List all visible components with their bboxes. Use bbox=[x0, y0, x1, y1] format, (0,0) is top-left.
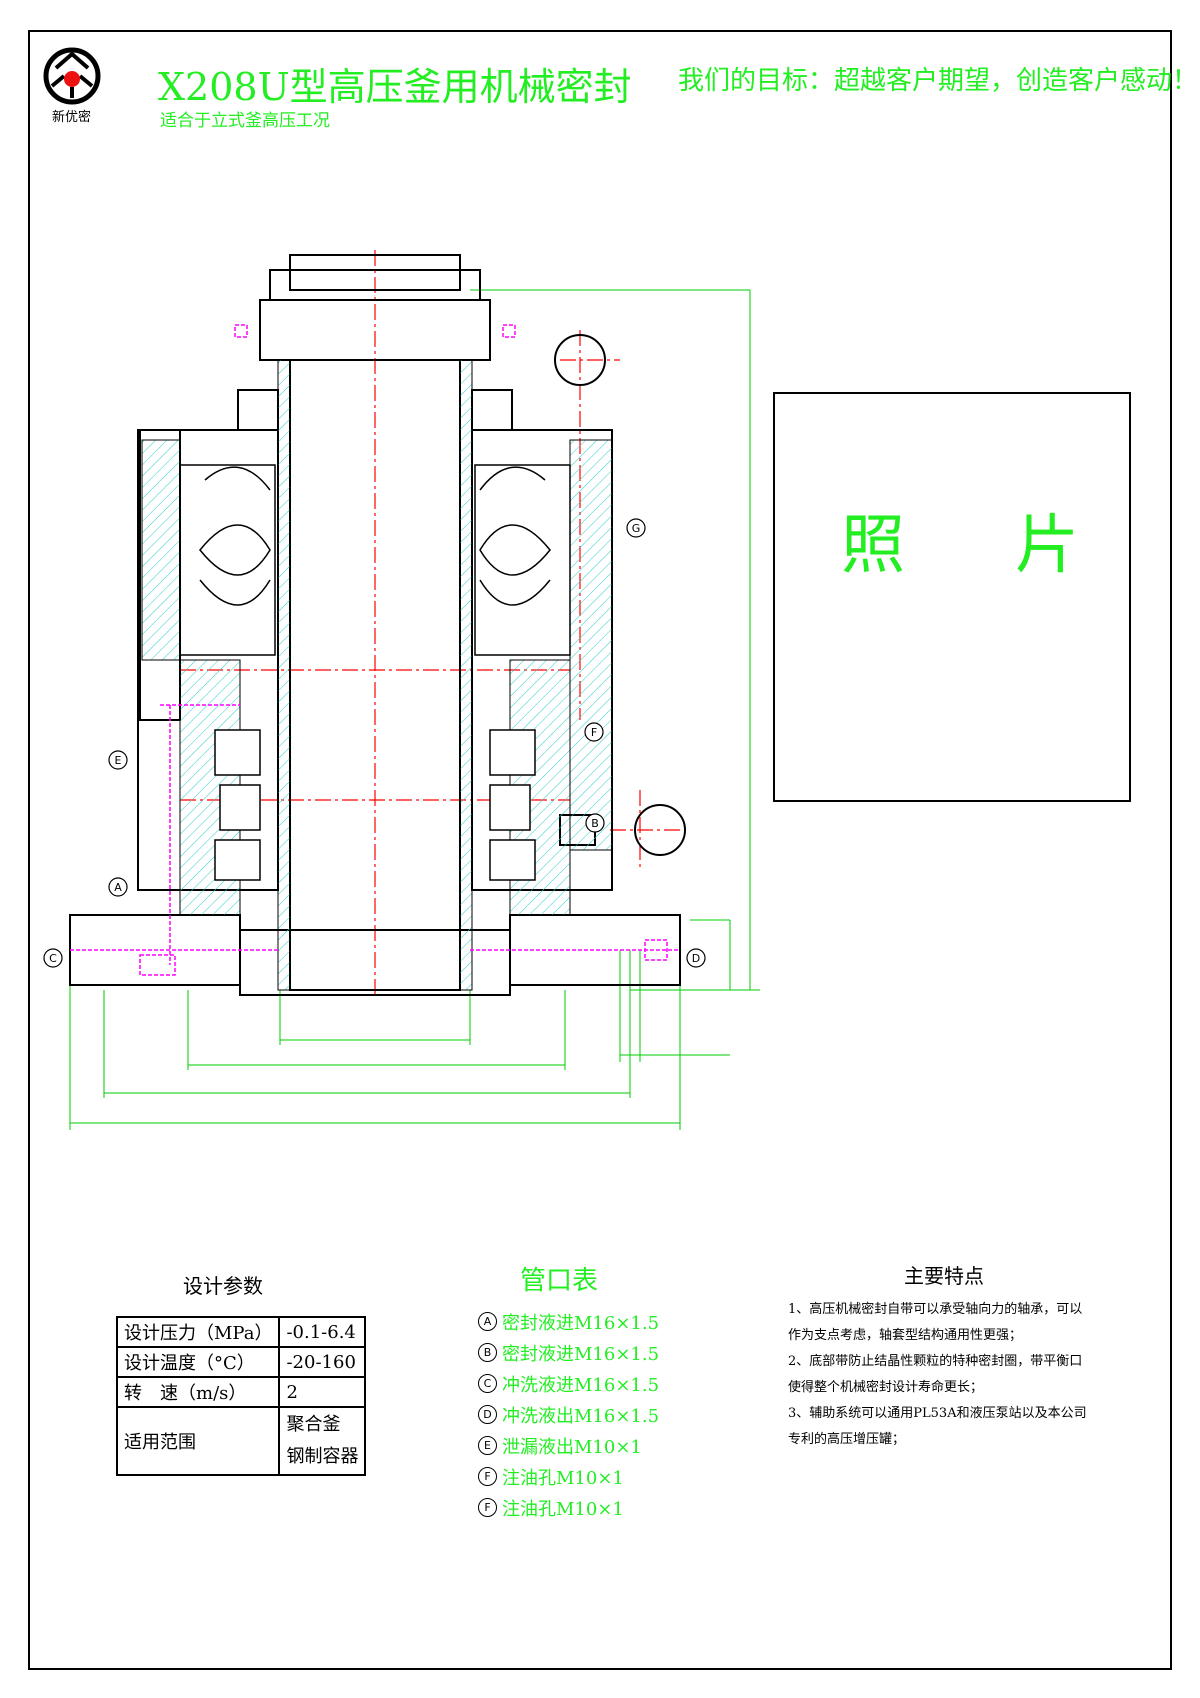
param-value: 聚合釜 钢制容器 bbox=[278, 1406, 367, 1476]
port-label-g: G bbox=[632, 522, 641, 535]
ports-list: A 密封液进M16×1.5 B 密封液进M16×1.5 C 冲洗液进M16×1.5 D… bbox=[478, 1306, 659, 1523]
port-label-c: C bbox=[49, 952, 57, 965]
param-value: -0.1-6.4 bbox=[278, 1316, 367, 1348]
company-logo-icon bbox=[43, 47, 101, 105]
port-text: 注油孔M10×1 bbox=[502, 1467, 624, 1489]
list-item: D 冲洗液出M16×1.5 bbox=[478, 1399, 659, 1430]
params-row: 适用范围 聚合釜 钢制容器 bbox=[115, 1406, 367, 1476]
feature-item: 1、高压机械密封自带可以承受轴向力的轴承，可以作为支点考虑，轴套型结构通用性更强… bbox=[788, 1302, 1083, 1343]
port-text: 密封液进M16×1.5 bbox=[502, 1343, 660, 1365]
param-label: 设计温度（°C） bbox=[115, 1346, 281, 1378]
port-label-b: B bbox=[591, 817, 599, 830]
list-item: A 密封液进M16×1.5 bbox=[478, 1306, 659, 1337]
params-table: 设计压力（MPa） -0.1-6.4 设计温度（°C） -20-160 转 速（… bbox=[115, 1316, 367, 1476]
params-row: 设计压力（MPa） -0.1-6.4 bbox=[115, 1316, 367, 1348]
params-title: 设计参数 bbox=[183, 1274, 263, 1298]
port-text: 冲洗液进M16×1.5 bbox=[502, 1374, 660, 1396]
list-item: B 密封液进M16×1.5 bbox=[478, 1337, 659, 1368]
port-label-d: D bbox=[692, 952, 700, 965]
port-mark: F bbox=[478, 1467, 497, 1486]
logo-text: 新优密 bbox=[52, 110, 92, 125]
list-item: F 注油孔M10×1 bbox=[478, 1492, 659, 1523]
port-label-f: F bbox=[591, 726, 597, 739]
port-text: 冲洗液出M16×1.5 bbox=[502, 1405, 660, 1427]
port-mark: C bbox=[478, 1374, 497, 1393]
params-row: 设计温度（°C） -20-160 bbox=[115, 1346, 367, 1378]
list-item: C 冲洗液进M16×1.5 bbox=[478, 1368, 659, 1399]
port-mark: F bbox=[478, 1498, 497, 1517]
port-text: 密封液进M16×1.5 bbox=[502, 1312, 660, 1334]
param-value: 2 bbox=[278, 1376, 367, 1408]
port-mark: B bbox=[478, 1343, 497, 1362]
port-mark: D bbox=[478, 1405, 497, 1424]
photo-placeholder: 照 片 bbox=[773, 392, 1131, 802]
port-label-e: E bbox=[115, 754, 122, 767]
page-subtitle: 适合于立式釜高压工况 bbox=[160, 111, 330, 131]
ports-title: 管口表 bbox=[520, 1266, 599, 1296]
param-label: 转 速（m/s） bbox=[115, 1376, 281, 1408]
page-title: X208U型高压釜用机械密封 bbox=[158, 65, 632, 109]
seal-cross-section-drawing: A B C D E F G bbox=[43, 250, 760, 1130]
features-list: 1、高压机械密封自带可以承受轴向力的轴承，可以作为支点考虑，轴套型结构通用性更强… bbox=[788, 1297, 1088, 1453]
photo-char-2: 片 bbox=[1015, 509, 1079, 583]
param-value: -20-160 bbox=[278, 1346, 367, 1378]
port-label-a: A bbox=[114, 881, 122, 894]
params-row: 转 速（m/s） 2 bbox=[115, 1376, 367, 1408]
param-label: 设计压力（MPa） bbox=[115, 1316, 281, 1348]
drawing-frame bbox=[28, 30, 1172, 1670]
photo-char-1: 照 bbox=[841, 509, 905, 583]
company-slogan: 我们的目标：超越客户期望，创造客户感动！ bbox=[678, 66, 1199, 96]
features-title: 主要特点 bbox=[904, 1264, 984, 1288]
port-text: 泄漏液出M10×1 bbox=[502, 1436, 642, 1458]
param-label: 适用范围 bbox=[115, 1406, 281, 1476]
list-item: E 泄漏液出M10×1 bbox=[478, 1430, 659, 1461]
list-item: F 注油孔M10×1 bbox=[478, 1461, 659, 1492]
port-mark: A bbox=[478, 1312, 497, 1331]
scope-value-2: 钢制容器 bbox=[286, 1446, 359, 1467]
port-text: 注油孔M10×1 bbox=[502, 1498, 624, 1520]
feature-item: 2、底部带防止结晶性颗粒的特种密封圈，带平衡口使得整个机械密封设计寿命更长； bbox=[788, 1354, 1083, 1395]
port-mark: E bbox=[478, 1436, 497, 1455]
scope-value-1: 聚合釜 bbox=[286, 1414, 341, 1435]
feature-item: 3、辅助系统可以通用PL53A和液压泵站以及本公司专利的高压增压罐； bbox=[788, 1406, 1087, 1447]
